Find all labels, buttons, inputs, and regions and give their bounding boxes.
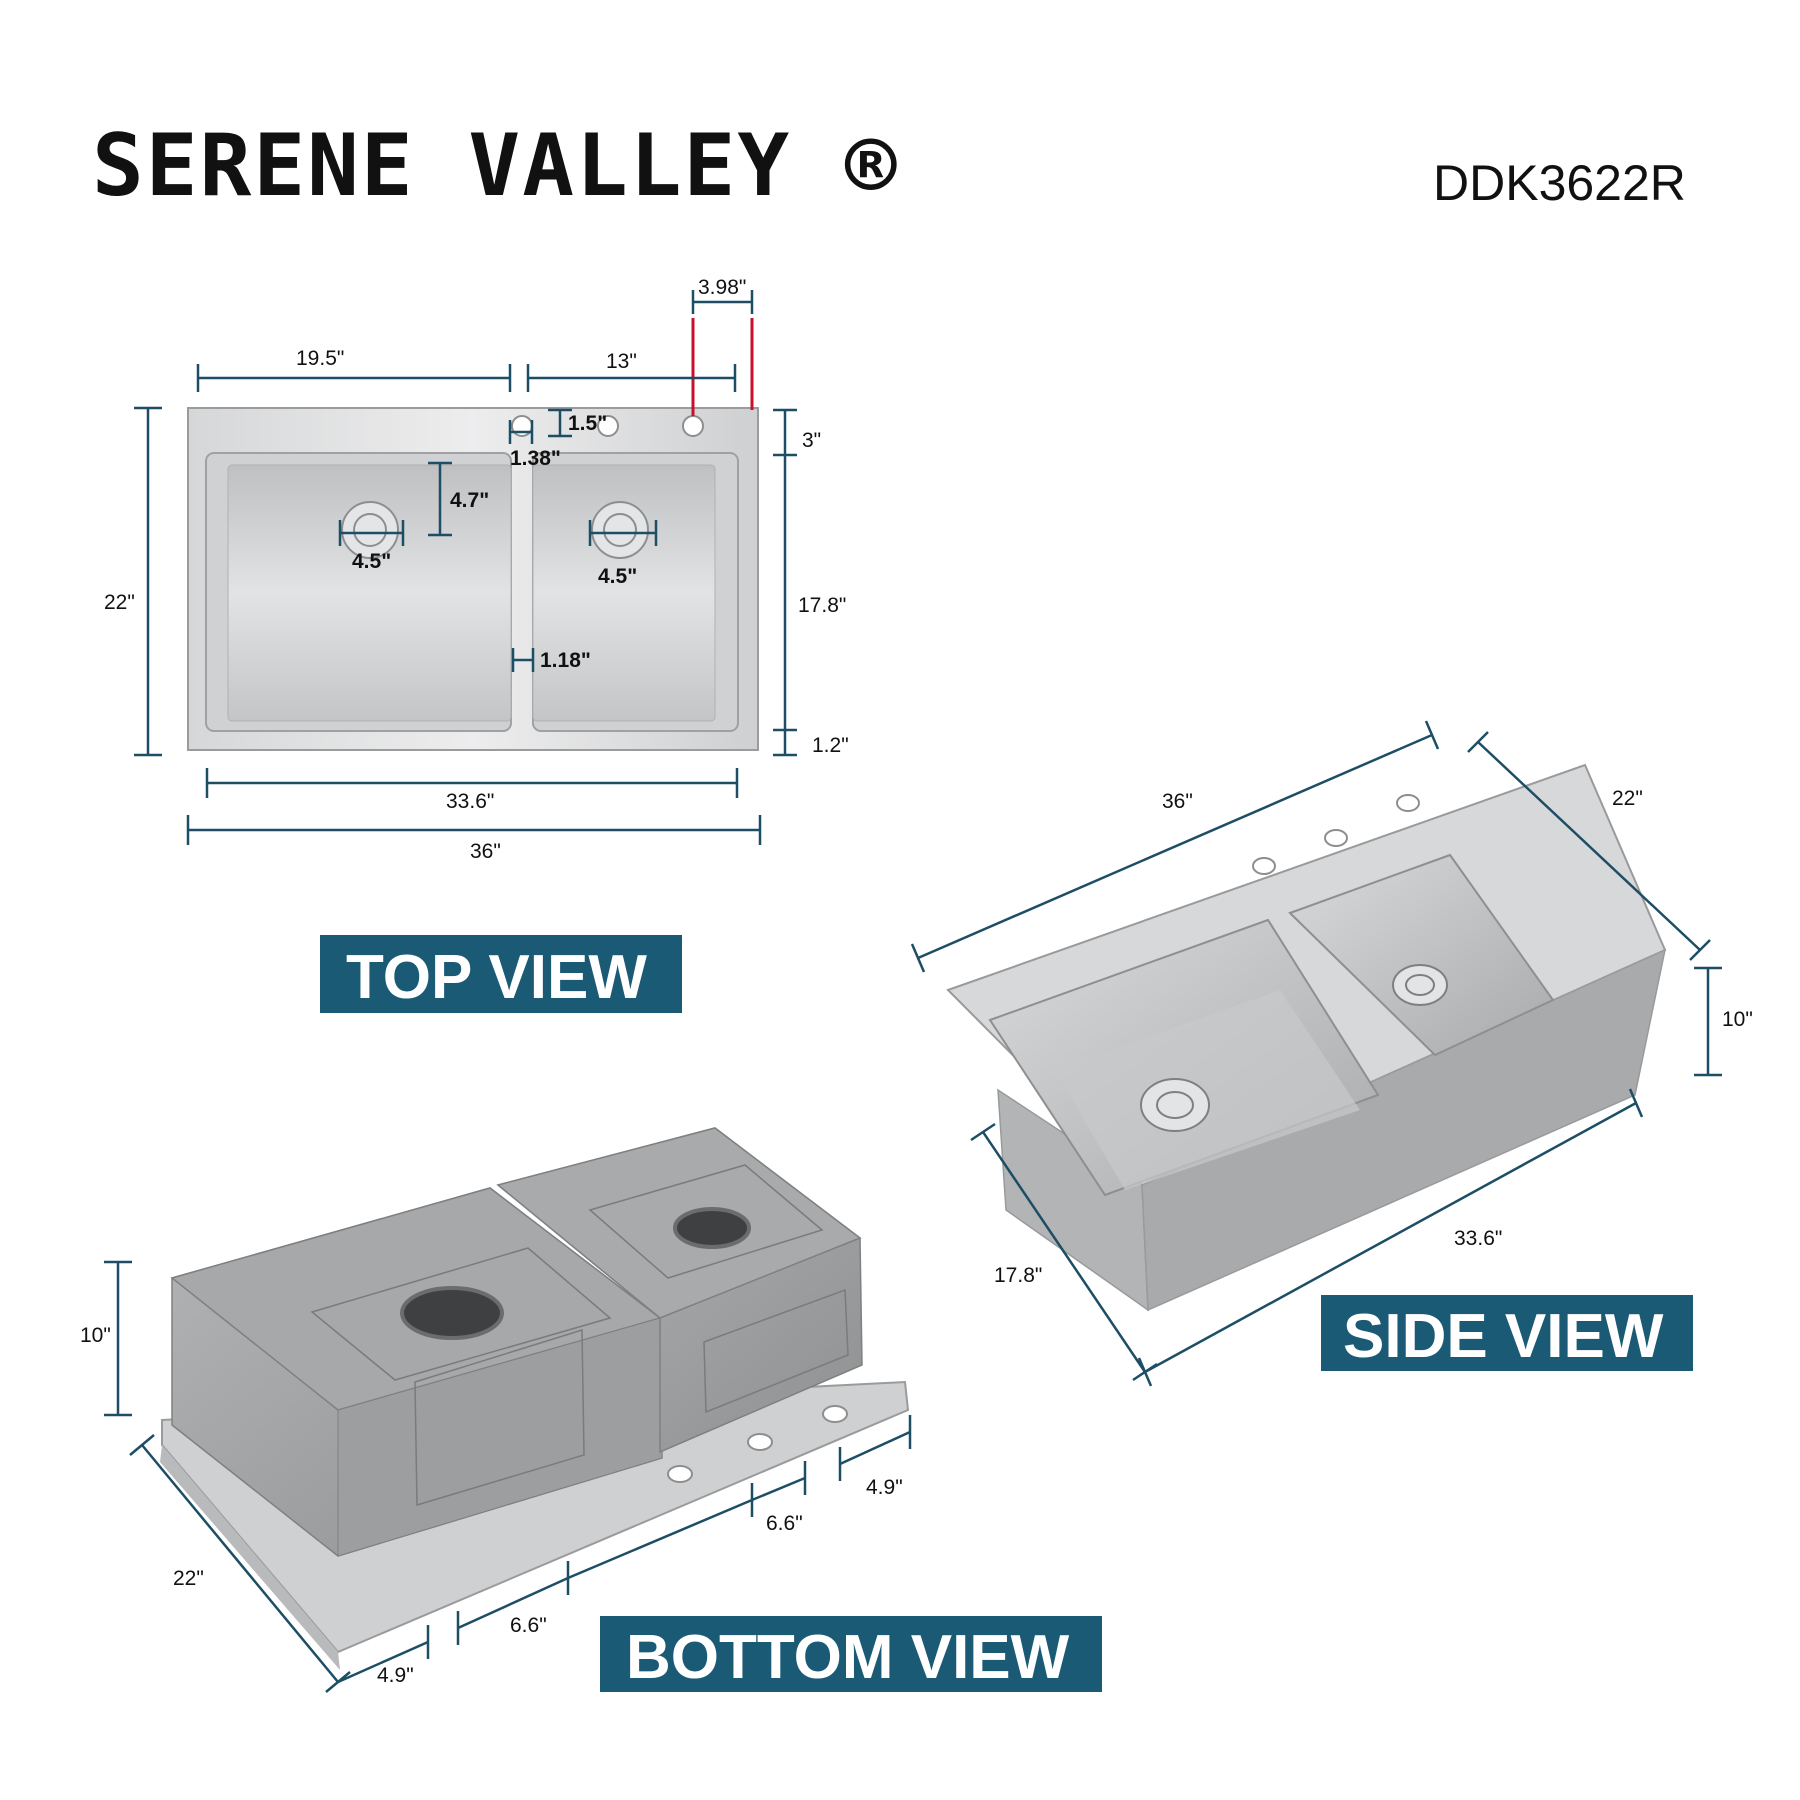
bottom-view-hole-3 [822, 1405, 848, 1423]
dim-4-5-left: 4.5" [352, 550, 391, 573]
bottom-view-hole-2 [747, 1433, 773, 1451]
side-dim-22: 22" [1612, 787, 1643, 810]
top-view-drain-right [591, 501, 649, 559]
dim-13: 13" [606, 350, 637, 373]
dim-1-38: 1.38" [510, 447, 561, 470]
side-dim-33-6: 33.6" [1454, 1227, 1502, 1250]
bottom-view-label-box [600, 1616, 1102, 1692]
dim-3: 3" [802, 429, 821, 452]
dim-1-5: 1.5" [568, 412, 607, 435]
bottom-view: 10" 22" 4.9" 6.6" 6.6" 4.9" BOTTOM VIEW [80, 1127, 1102, 1693]
top-view-hole-3 [682, 415, 704, 437]
dim-33-6: 33.6" [446, 790, 494, 813]
bottom-dim-4-9-left: 4.9" [377, 1664, 414, 1687]
dim-36: 36" [470, 840, 501, 863]
top-view: 3.98" 19.5" 13" 1.5" 1.38" 3" 22" 4.7" 4 [104, 276, 849, 1013]
side-dim-17-8: 17.8" [994, 1264, 1042, 1287]
bottom-view-drain-right [673, 1207, 751, 1249]
model-number: DDK3622R [1433, 155, 1686, 211]
dim-3-98: 3.98" [698, 276, 746, 299]
side-view-drain-right [1392, 964, 1448, 1006]
bottom-view-hole-1 [667, 1465, 693, 1483]
side-view-drain-left [1140, 1078, 1210, 1132]
dim-19-5: 19.5" [296, 347, 344, 370]
side-dim-36: 36" [1162, 790, 1193, 813]
bottom-dim-10: 10" [80, 1324, 111, 1347]
bottom-dim-4-9-right: 4.9" [866, 1476, 903, 1499]
dim-4-5-right: 4.5" [598, 565, 637, 588]
dim-1-18: 1.18" [540, 649, 591, 672]
top-view-hole-2 [597, 415, 619, 437]
side-view-hole-1 [1252, 857, 1276, 875]
side-view-hole-3 [1396, 794, 1420, 812]
side-view-label: SIDE VIEW [1343, 1302, 1664, 1371]
brand-logo: SERENE VALLEY ® [92, 116, 899, 216]
side-dim-10: 10" [1722, 1008, 1753, 1031]
side-view-hole-2 [1324, 829, 1348, 847]
top-view-label: TOP VIEW [346, 943, 647, 1012]
bottom-view-label: BOTTOM VIEW [626, 1623, 1070, 1692]
side-view-label-box [1321, 1295, 1693, 1371]
side-view: 36" 22" 10" 17.8" 33.6" SIDE VIEW [910, 720, 1753, 1387]
dim-17-8: 17.8" [798, 594, 846, 617]
bottom-dim-22: 22" [173, 1567, 204, 1590]
bottom-view-drain-left [400, 1286, 504, 1340]
bottom-dim-6-6-right: 6.6" [766, 1512, 803, 1535]
top-view-label-box [320, 935, 682, 1013]
side-view-small-bowl [1288, 853, 1555, 1057]
bottom-dim-6-6-left: 6.6" [510, 1614, 547, 1637]
top-view-drain-left [341, 501, 399, 559]
dim-22: 22" [104, 591, 135, 614]
dim-4-7: 4.7" [450, 489, 489, 512]
dim-1-2: 1.2" [812, 734, 849, 757]
